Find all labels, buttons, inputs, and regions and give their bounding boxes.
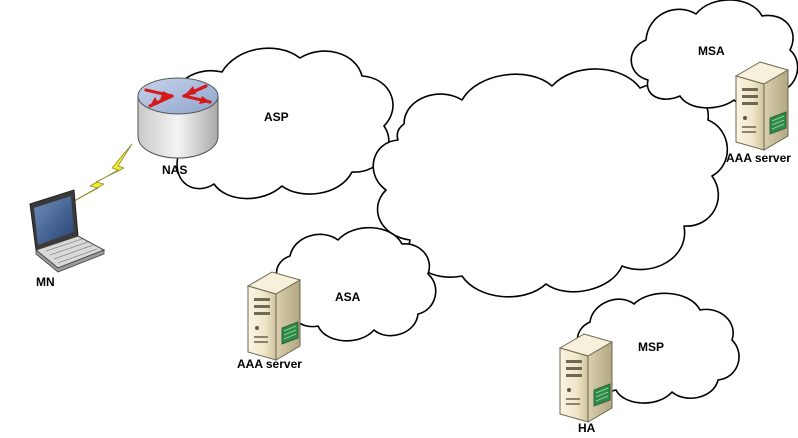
label-msa: MSA xyxy=(698,44,725,58)
cloud-msp xyxy=(576,292,740,404)
router-icon xyxy=(137,77,219,159)
label-ha: HA xyxy=(578,421,596,435)
server-icon xyxy=(735,61,789,151)
label-aaa-server-bottom: AAA server xyxy=(237,357,302,371)
label-asa: ASA xyxy=(335,290,361,304)
label-mn: MN xyxy=(36,275,55,289)
server-icon xyxy=(559,333,613,423)
cloud-core-network xyxy=(372,68,729,298)
label-asp: ASP xyxy=(264,110,289,124)
cloud-asa xyxy=(275,226,437,342)
label-msp: MSP xyxy=(638,340,665,354)
label-aaa-server-top: AAA server xyxy=(726,151,791,165)
server-icon xyxy=(247,271,301,361)
laptop-icon xyxy=(29,189,106,273)
label-nas: NAS xyxy=(162,163,188,177)
